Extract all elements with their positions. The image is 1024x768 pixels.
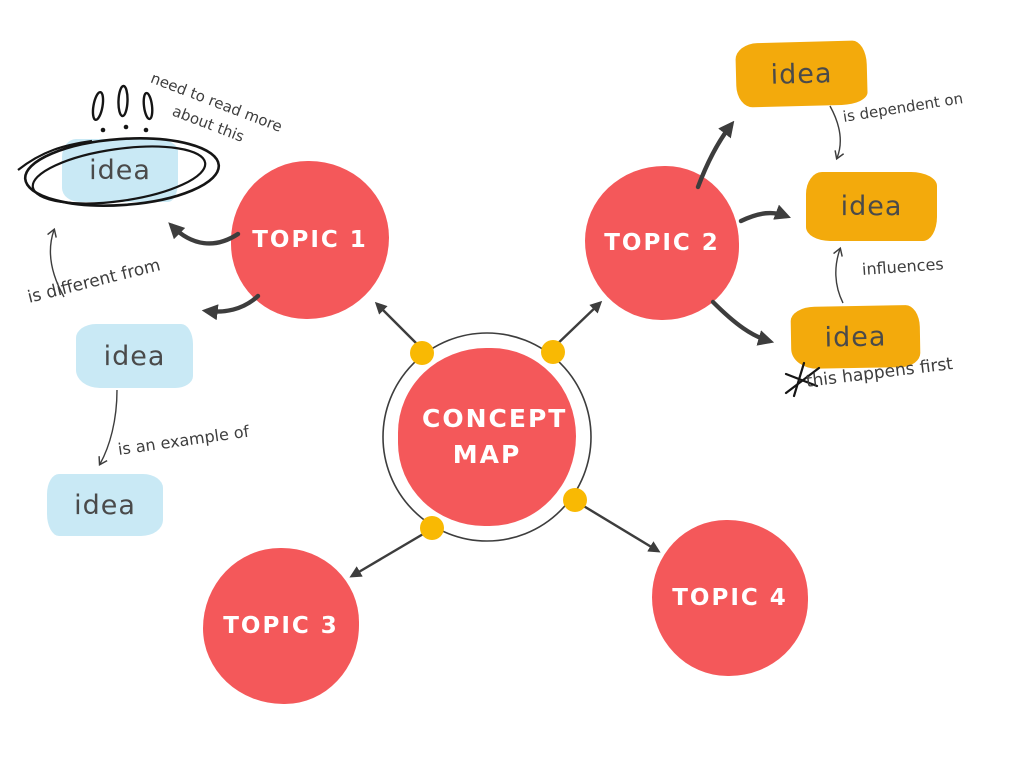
idea-label: idea xyxy=(824,320,887,354)
arrow-topic1-idea2 xyxy=(201,293,261,321)
yellow-connector-dot xyxy=(541,340,565,364)
arrow-topic2-idea2 xyxy=(738,204,791,224)
idea-node-left-1[interactable]: idea xyxy=(62,139,178,202)
annotation-is-an-example-of: is an example of xyxy=(116,421,251,459)
topic-1-node[interactable]: TOPIC 1 xyxy=(231,161,389,319)
topic-2-label: TOPIC 2 xyxy=(604,230,720,256)
annotation-influences: influences xyxy=(861,254,945,279)
connector-center-topic4 xyxy=(576,500,661,553)
center-node[interactable]: CONCEPT MAP xyxy=(398,348,576,526)
topic-3-node[interactable]: TOPIC 3 xyxy=(203,548,359,704)
idea-node-left-3[interactable]: idea xyxy=(47,474,163,536)
topic-4-node[interactable]: TOPIC 4 xyxy=(652,520,808,676)
connector-center-topic2 xyxy=(550,300,603,351)
arrow-idea3-idea2-right xyxy=(833,246,844,304)
idea-label: idea xyxy=(103,340,166,372)
arrow-topic2-idea3 xyxy=(710,299,775,346)
idea-node-right-2[interactable]: idea xyxy=(806,172,937,241)
idea-label: idea xyxy=(840,191,903,222)
connector-center-topic3 xyxy=(349,528,431,578)
center-node-label: CONCEPT MAP xyxy=(422,403,568,469)
idea-label: idea xyxy=(770,57,833,91)
topic-2-node[interactable]: TOPIC 2 xyxy=(585,166,739,320)
idea-label: idea xyxy=(89,155,151,186)
arrow-idea1-idea2-right xyxy=(829,105,845,161)
yellow-connector-dot xyxy=(410,341,434,365)
connector-center-topic1 xyxy=(374,301,425,352)
topic-1-label: TOPIC 1 xyxy=(252,227,368,253)
idea-label: idea xyxy=(74,489,136,521)
idea-node-right-1[interactable]: idea xyxy=(735,40,868,108)
topic-4-label: TOPIC 4 xyxy=(672,585,788,611)
arrow-idea2-idea3-left xyxy=(98,389,118,467)
annotation-is-different-from: is different from xyxy=(25,255,163,308)
yellow-connector-dot xyxy=(420,516,444,540)
arrow-topic1-idea1 xyxy=(168,222,241,246)
idea-node-left-2[interactable]: idea xyxy=(76,324,193,388)
yellow-connector-dot xyxy=(563,488,587,512)
topic-3-label: TOPIC 3 xyxy=(223,613,339,639)
